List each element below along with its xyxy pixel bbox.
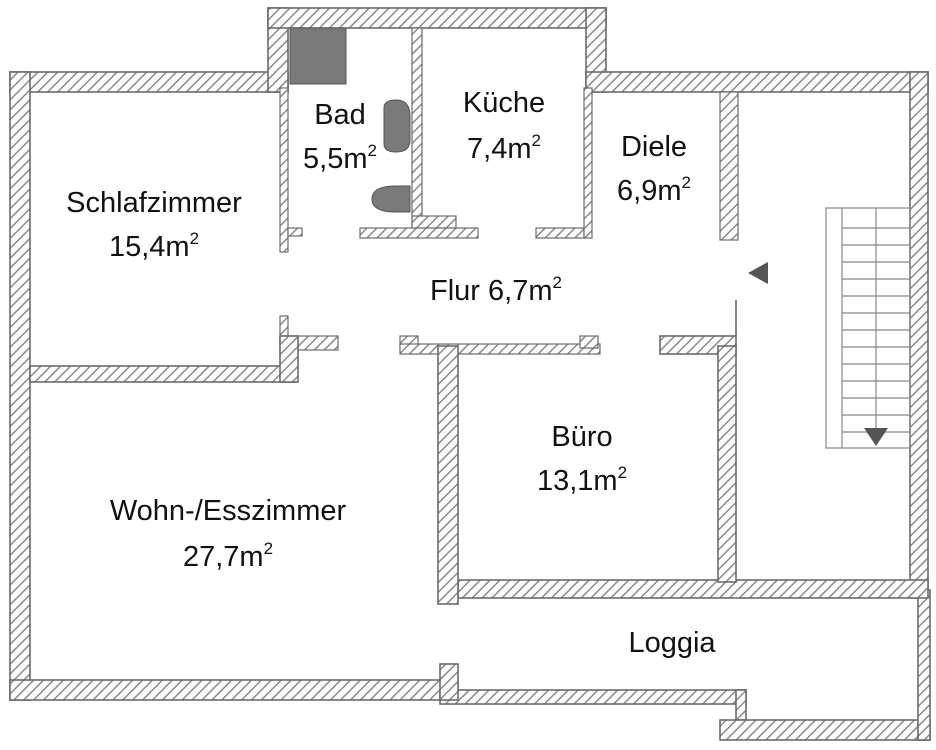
buero-name: Büro [551, 421, 612, 453]
diele-area: 6,9m2 [617, 173, 691, 207]
bathroom-fixtures [289, 27, 411, 213]
wohnzimmer-name: Wohn-/Esszimmer [110, 495, 347, 527]
arrow-down-icon [864, 428, 888, 446]
diele-name: Diele [621, 131, 687, 163]
schlafzimmer-area: 15,4m2 [109, 229, 199, 263]
staircase [825, 207, 911, 449]
buero-area: 13,1m2 [537, 463, 627, 497]
wall-loggia-step [735, 689, 747, 721]
wall-schlaf-bottom-corner [279, 335, 299, 383]
stairs-outline [825, 207, 911, 449]
sink-icon [371, 185, 411, 213]
wall-flur-right-bottom [659, 335, 737, 355]
wall-loggia-top [457, 579, 929, 599]
wall-left-outer [9, 71, 31, 701]
wohnzimmer-area: 27,7m2 [183, 539, 273, 573]
wall-buero-top [399, 343, 601, 355]
wall-diele-right [719, 91, 739, 241]
wall-kitchen-stub [411, 215, 457, 229]
interior-walls [29, 27, 739, 605]
room-labels: Bad 5,5m2 Küche 7,4m2 Diele 6,9m2 Schlaf… [66, 87, 716, 659]
toilet-icon [383, 99, 411, 153]
wall-loggia-right [917, 589, 931, 741]
arrow-left-icon [748, 262, 768, 284]
wall-bad-stub [287, 227, 303, 237]
wall-loggia-bottom [439, 689, 747, 705]
kueche-name: Küche [463, 87, 545, 119]
schlafzimmer-name: Schlafzimmer [66, 187, 242, 219]
wall-kitchen-bottom [535, 227, 585, 239]
wall-top-left [9, 71, 289, 93]
wall-bad-bottom [359, 227, 479, 239]
wall-top-right [585, 71, 929, 93]
wall-top-bath-kitchen [267, 7, 607, 29]
flur-label: Flur 6,7m2 [430, 273, 562, 307]
bad-name: Bad [314, 99, 366, 131]
wall-right-outer [909, 71, 929, 599]
wall-buero-left [437, 345, 459, 605]
loggia-name: Loggia [628, 627, 716, 659]
wall-kitchen-right [583, 87, 593, 239]
wall-bad-kitchen [411, 27, 423, 235]
bad-area: 5,5m2 [303, 141, 377, 175]
kueche-area: 7,4m2 [467, 131, 541, 165]
shower-icon [289, 27, 347, 85]
wall-buero-top-right [579, 335, 599, 349]
wall-bad-left [279, 87, 289, 253]
wall-buero-right [717, 345, 737, 583]
outer-walls [9, 7, 931, 741]
wall-bottom-living [9, 679, 459, 701]
wall-loggia-left-stub [439, 663, 459, 701]
wall-schlaf-bottom [29, 365, 297, 383]
wall-bottom-right [719, 719, 931, 741]
